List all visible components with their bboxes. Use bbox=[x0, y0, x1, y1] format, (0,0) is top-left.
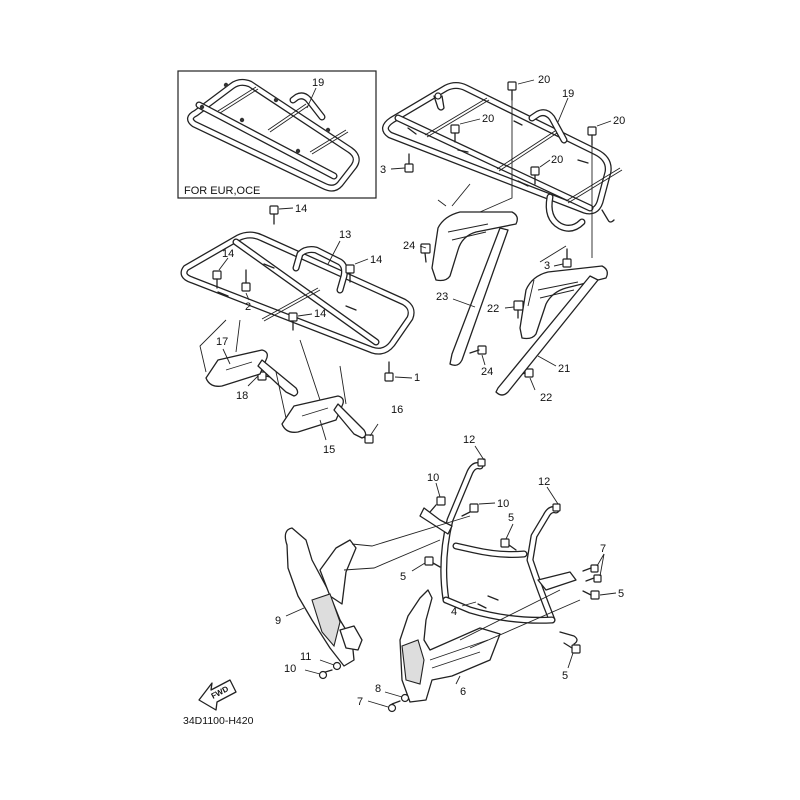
bolt-icon bbox=[450, 124, 460, 143]
front-guard-assembly bbox=[419, 462, 578, 645]
bolt-icon bbox=[477, 458, 486, 467]
screws-bottom bbox=[318, 661, 410, 713]
callouts: 20 19 20 20 20 3 14 13 14 14 2 14 24 3 2… bbox=[216, 74, 625, 708]
callout-23: 23 bbox=[436, 291, 448, 303]
callout-14: 14 bbox=[370, 254, 382, 266]
callout-3: 3 bbox=[380, 164, 386, 176]
bolt-icon bbox=[585, 574, 602, 583]
bolt-icon bbox=[500, 538, 517, 551]
stay-23 bbox=[449, 227, 509, 366]
callout-12: 12 bbox=[463, 434, 475, 446]
washer-icon bbox=[332, 661, 342, 671]
bolt-icon bbox=[461, 503, 479, 517]
callout-17: 17 bbox=[216, 336, 228, 348]
callout-13: 13 bbox=[339, 229, 351, 241]
callout-14: 14 bbox=[295, 203, 307, 215]
callout-15: 15 bbox=[323, 444, 335, 456]
front-brackets bbox=[199, 319, 367, 439]
washer-icon bbox=[400, 693, 410, 703]
callout-10: 10 bbox=[427, 472, 439, 484]
forward-direction-arrow: FWD bbox=[198, 679, 237, 711]
callout-20: 20 bbox=[538, 74, 550, 86]
callout-5: 5 bbox=[400, 571, 406, 583]
bolt-icon bbox=[420, 243, 431, 263]
front-carrier-assembly bbox=[180, 231, 415, 355]
callout-24: 24 bbox=[403, 240, 415, 252]
callout-2: 2 bbox=[245, 301, 251, 313]
bolt-icon bbox=[404, 153, 414, 173]
bolt-icon bbox=[212, 270, 222, 289]
bolt-icon bbox=[429, 496, 446, 513]
rear-carrier-assembly bbox=[382, 82, 623, 232]
callout-14: 14 bbox=[222, 248, 234, 260]
callout-7: 7 bbox=[600, 543, 606, 555]
bolts-guard bbox=[424, 458, 602, 654]
diagram-code: 34D1100-H420 bbox=[183, 715, 254, 727]
callout-12: 12 bbox=[538, 476, 550, 488]
bolt-icon bbox=[241, 269, 251, 292]
callout-7: 7 bbox=[357, 696, 363, 708]
callout-6: 6 bbox=[460, 686, 466, 698]
bolt-icon bbox=[587, 126, 597, 146]
bolt-icon bbox=[582, 564, 599, 573]
screw-icon bbox=[387, 703, 397, 713]
callout-16: 16 bbox=[391, 404, 403, 416]
callout-5: 5 bbox=[618, 588, 624, 600]
bolt-icon bbox=[582, 590, 600, 600]
callout-1: 1 bbox=[414, 372, 420, 384]
callout-24: 24 bbox=[481, 366, 493, 378]
callout-20: 20 bbox=[613, 115, 625, 127]
rear-brackets bbox=[431, 100, 608, 396]
bolt-icon bbox=[269, 205, 279, 225]
rear-carrier-variant bbox=[187, 78, 360, 192]
variant-inset-box: 19 FOR EUR,OCE bbox=[177, 70, 377, 199]
callout-19: 19 bbox=[312, 77, 324, 89]
callout-8: 8 bbox=[375, 683, 381, 695]
bolt-icon bbox=[507, 81, 517, 101]
callout-11: 11 bbox=[300, 651, 311, 663]
callout-10: 10 bbox=[284, 663, 296, 675]
bolts-upper bbox=[404, 81, 597, 378]
callout-3: 3 bbox=[544, 260, 550, 272]
callout-9: 9 bbox=[275, 615, 281, 627]
callout-5: 5 bbox=[562, 670, 568, 682]
callout-14: 14 bbox=[314, 308, 326, 320]
bolt-icon bbox=[563, 642, 581, 654]
callout-18: 18 bbox=[236, 390, 248, 402]
bolt-icon bbox=[288, 312, 298, 331]
callout-5: 5 bbox=[508, 512, 514, 524]
callout-20: 20 bbox=[482, 113, 494, 125]
stay-21 bbox=[495, 275, 599, 396]
bolt-icon bbox=[424, 556, 441, 568]
bolt-icon bbox=[469, 345, 487, 355]
side-cover-9 bbox=[284, 515, 471, 667]
side-cover-6 bbox=[399, 589, 581, 703]
bolt-icon bbox=[384, 361, 394, 382]
bolt-icon bbox=[552, 503, 561, 512]
bolt-icon bbox=[345, 264, 355, 283]
callout-22: 22 bbox=[487, 303, 499, 315]
callout-21: 21 bbox=[558, 363, 570, 375]
bolt-icon bbox=[562, 248, 572, 268]
callout-10: 10 bbox=[497, 498, 509, 510]
callout-4: 4 bbox=[451, 606, 457, 618]
variant-note: FOR EUR,OCE bbox=[184, 185, 260, 197]
bolt-icon bbox=[530, 166, 540, 185]
screw-icon bbox=[318, 670, 328, 680]
callout-19: 19 bbox=[562, 88, 574, 100]
callout-22: 22 bbox=[540, 392, 552, 404]
callout-20: 20 bbox=[551, 154, 563, 166]
leader-line bbox=[306, 87, 317, 109]
